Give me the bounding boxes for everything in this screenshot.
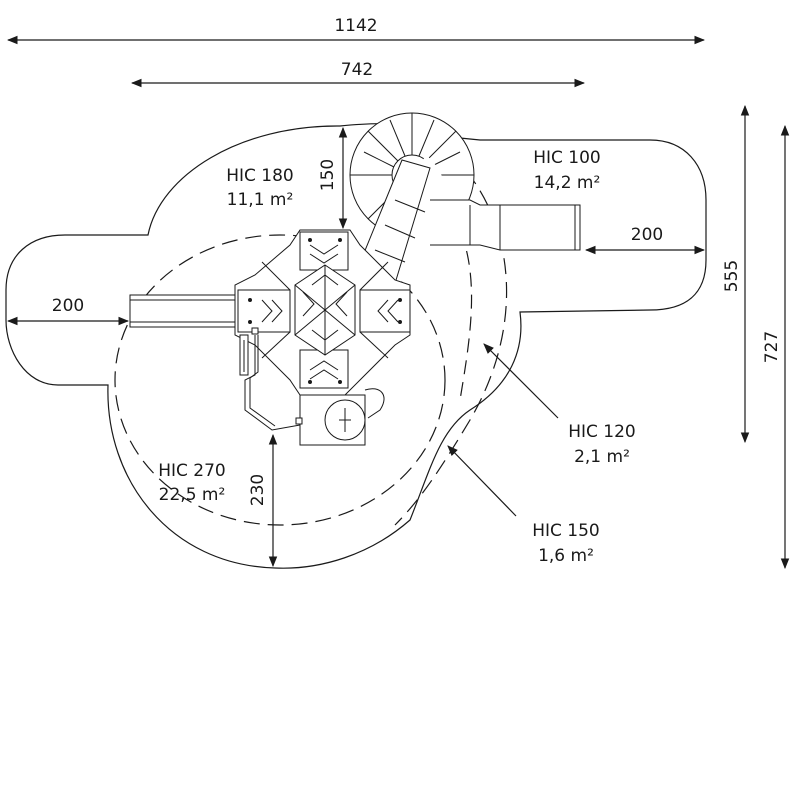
- leader-arrow-hic120: [483, 343, 559, 419]
- zone-hic100-area: 14,2 m²: [534, 173, 601, 193]
- zone-hic120-area: 2,1 m²: [574, 447, 630, 467]
- zone-hic270-area: 22,5 m²: [159, 485, 226, 505]
- dim-offset-right: 200: [631, 225, 663, 245]
- dim-overall-width: 1142: [334, 16, 377, 36]
- leader-arrow-hic150: [447, 445, 517, 517]
- zone-hic150-area: 1,6 m²: [538, 546, 594, 566]
- dim-structure-width: 742: [341, 60, 373, 80]
- central-tower: [234, 229, 411, 396]
- dim-offset-left: 200: [52, 296, 84, 316]
- zone-hic180-area: 11,1 m²: [227, 190, 294, 210]
- zone-hic270-name: HIC 270: [158, 461, 226, 481]
- fall-zone-dashed-large: [114, 234, 446, 526]
- fall-zone-dashed-slide: [459, 229, 473, 401]
- zone-hic180-name: HIC 180: [226, 166, 294, 186]
- lower-platform-and-climbers: [239, 327, 385, 446]
- dim-height-outer: 727: [762, 331, 782, 363]
- fall-zone-dashed-right: [394, 139, 508, 526]
- zone-hic120-name: HIC 120: [568, 422, 636, 442]
- zone-hic150-name: HIC 150: [532, 521, 600, 541]
- dim-offset-bottom: 230: [248, 474, 268, 506]
- dim-offset-top: 150: [318, 159, 338, 191]
- zone-hic100-name: HIC 100: [533, 148, 601, 168]
- straight-slide: [430, 199, 581, 251]
- dim-height-inner: 555: [722, 260, 742, 292]
- safety-zone-outline: [5, 123, 707, 569]
- left-bridge: [129, 294, 236, 328]
